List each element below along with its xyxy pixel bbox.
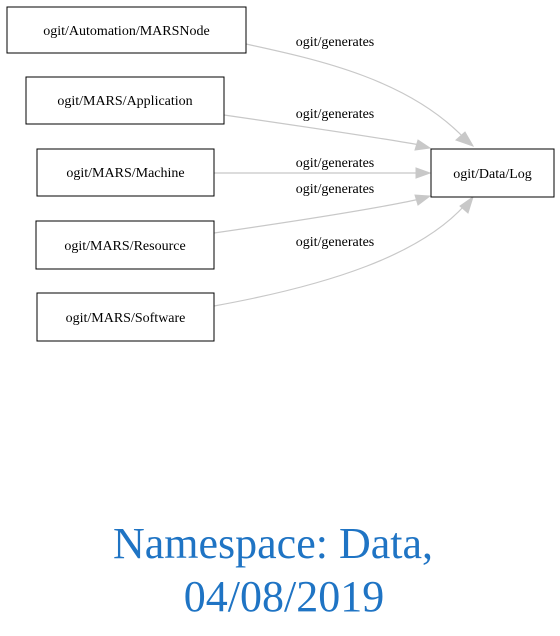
node-label: ogit/MARS/Software xyxy=(66,311,186,326)
node-box xyxy=(35,220,215,270)
edge-line xyxy=(223,114,421,146)
node-log[interactable]: ogit/Data/Log xyxy=(430,148,555,198)
edge-label: ogit/generates xyxy=(296,182,375,197)
node-box xyxy=(25,76,225,125)
node-label: ogit/Data/Log xyxy=(453,167,532,182)
edge-arrowhead xyxy=(414,139,432,151)
node-box xyxy=(6,6,247,54)
edge-label: ogit/generates xyxy=(296,156,375,171)
edge-arrowhead xyxy=(459,195,474,214)
caption-line-2: 04/08/2019 xyxy=(184,572,384,621)
node-resource[interactable]: ogit/MARS/Resource xyxy=(35,220,215,270)
edge-line xyxy=(245,43,467,141)
node-machine[interactable]: ogit/MARS/Machine xyxy=(36,148,215,197)
edge-marsnode-to-log[interactable]: ogit/generates xyxy=(245,35,475,147)
node-marsnode[interactable]: ogit/Automation/MARSNode xyxy=(6,6,247,54)
edge-label: ogit/generates xyxy=(296,35,375,50)
edge-application-to-log[interactable]: ogit/generates xyxy=(223,107,432,151)
node-label: ogit/MARS/Application xyxy=(57,94,192,109)
edge-line xyxy=(213,198,421,234)
node-software[interactable]: ogit/MARS/Software xyxy=(36,292,215,342)
node-label: ogit/Automation/MARSNode xyxy=(43,24,209,39)
edge-software-to-log[interactable]: ogit/generates xyxy=(213,195,474,307)
edge-arrowhead xyxy=(455,131,475,147)
node-label: ogit/MARS/Machine xyxy=(66,166,184,181)
edge-arrowhead xyxy=(414,194,432,206)
edge-label: ogit/generates xyxy=(296,107,375,122)
caption-line-1: Namespace: Data, xyxy=(113,519,433,568)
edge-arrowhead xyxy=(415,167,432,179)
node-box xyxy=(36,148,215,197)
edge-label: ogit/generates xyxy=(296,235,375,250)
node-label: ogit/MARS/Resource xyxy=(64,239,185,254)
edge-line xyxy=(213,204,466,307)
diagram-caption: Namespace: Data, 04/08/2019 xyxy=(113,519,433,621)
node-box xyxy=(430,148,555,198)
edge-machine-to-log[interactable]: ogit/generates xyxy=(214,156,432,179)
node-box xyxy=(36,292,215,342)
edge-resource-to-log[interactable]: ogit/generates xyxy=(213,182,432,234)
node-application[interactable]: ogit/MARS/Application xyxy=(25,76,225,125)
